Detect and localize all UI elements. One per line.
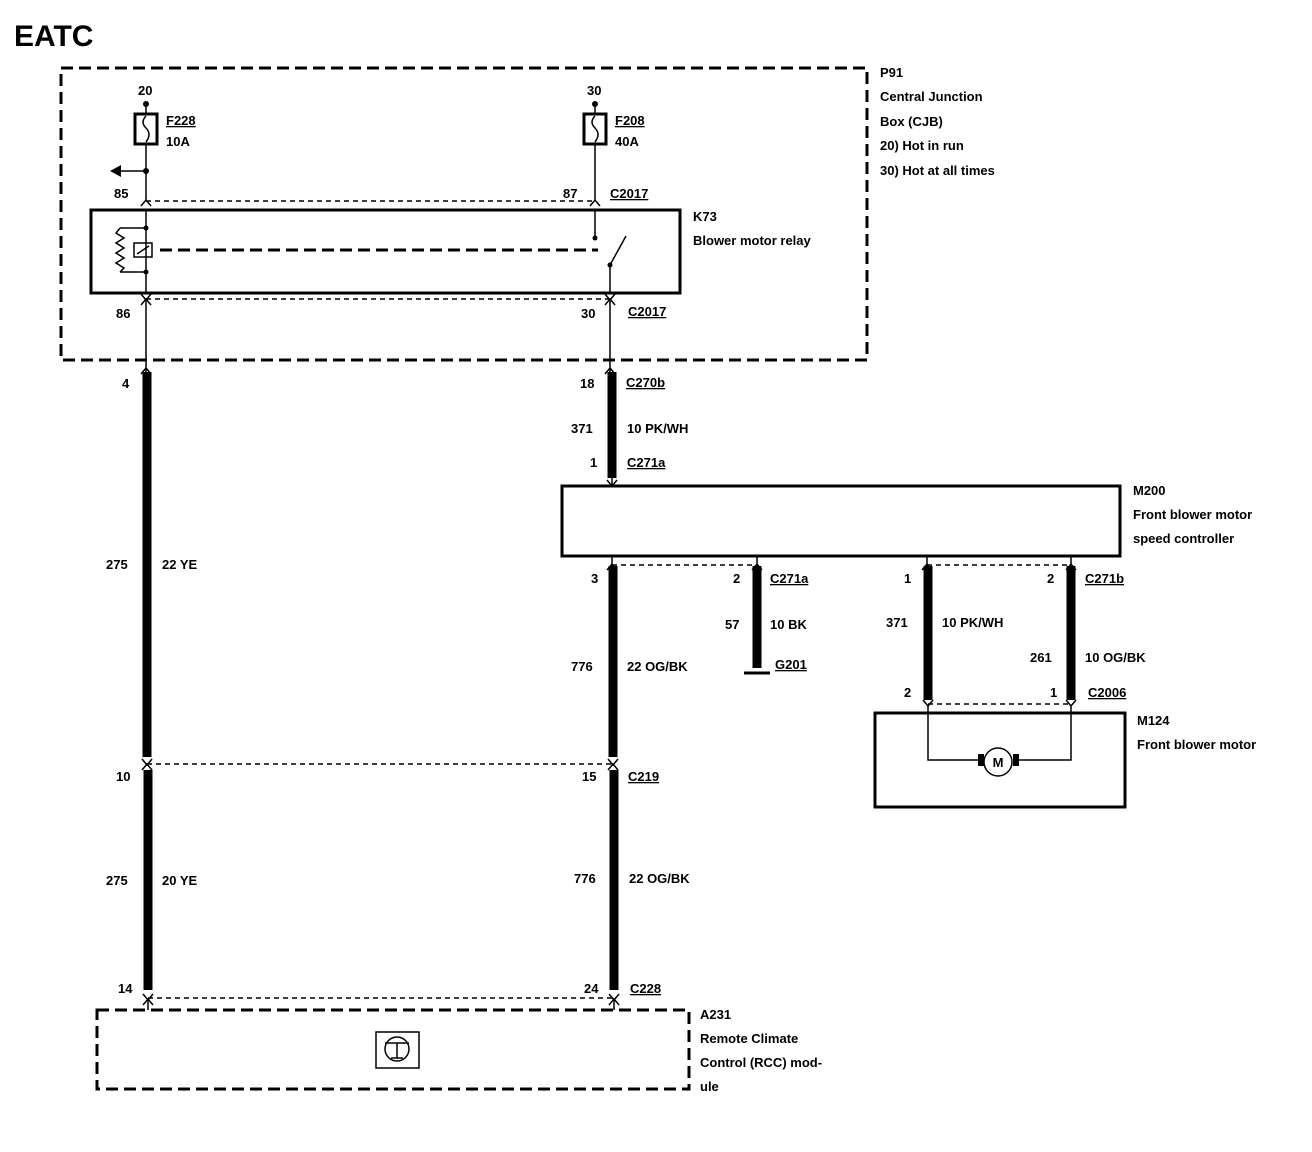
relay-switch-icon	[592, 210, 627, 293]
ground-id: G201	[775, 657, 807, 672]
relay-conn-top: C2017	[610, 186, 648, 201]
ctrl-pin-top: 3	[591, 571, 598, 586]
cjb-id: P91	[880, 65, 903, 80]
fuse-f208-circuit: 30	[587, 83, 601, 98]
relay-conn-bottom: C2017	[628, 304, 666, 319]
rcc-name-line2: Control (RCC) mod-	[700, 1055, 822, 1070]
cjb-note-run: 20) Hot in run	[880, 138, 964, 153]
rcc-name-line3: ule	[700, 1079, 719, 1094]
fuse-f228-id: F228	[166, 113, 196, 128]
left-wire-upper-circuit: 275	[106, 557, 128, 572]
motor-icon: M	[978, 747, 1019, 777]
ctrl-upper-circuit: 776	[571, 659, 593, 674]
ground-circuit: 57	[725, 617, 739, 632]
ctrl-lower-conn-bottom: C228	[630, 981, 661, 996]
relay-pin-85: 85	[114, 186, 128, 201]
fuse-f228: 20 F228 10A	[133, 83, 196, 149]
rcc-module-box	[95, 1008, 691, 1091]
fuse-f228-circuit: 20	[138, 83, 152, 98]
relay-pin-87: 87	[563, 186, 577, 201]
motor-neg-conn-bottom: C2006	[1088, 685, 1126, 700]
relay-pin-86: 86	[116, 306, 130, 321]
relay-pin-30: 30	[581, 306, 595, 321]
feed-pin-top: 18	[580, 376, 594, 391]
cjb-note-always: 30) Hot at all times	[880, 163, 995, 178]
rcc-id: A231	[700, 1007, 731, 1022]
motor-neg-pin-top: 2	[1047, 571, 1054, 586]
left-wire-lower-pin-bottom: 14	[118, 981, 133, 996]
controller-m200-box	[560, 484, 1122, 558]
ctrl-lower-color: 22 OG/BK	[629, 871, 690, 886]
motor-neg-circuit: 261	[1030, 650, 1052, 665]
feed-color: 10 PK/WH	[627, 421, 688, 436]
feed-conn-top: C270b	[626, 375, 665, 390]
ctrl-lower-circuit: 776	[574, 871, 596, 886]
ctrl-lower-conn-top: C219	[628, 769, 659, 784]
left-wire-upper-color: 22 YE	[162, 557, 198, 572]
relay-k73-box	[89, 208, 682, 295]
motor-id: M124	[1137, 713, 1170, 728]
motor-neg-pin-bottom: 1	[1050, 685, 1057, 700]
cjb-box	[59, 66, 869, 362]
controller-id: M200	[1133, 483, 1166, 498]
feed-circuit: 371	[571, 421, 593, 436]
cjb-name-line2: Box (CJB)	[880, 114, 943, 129]
motor-m124-box	[873, 711, 1127, 809]
motor-symbol: M	[993, 755, 1004, 770]
ground-pin: 2	[733, 571, 740, 586]
module-esd-icon	[375, 1031, 420, 1069]
motor-name: Front blower motor	[1137, 737, 1256, 752]
ctrl-upper-color: 22 OG/BK	[627, 659, 688, 674]
cjb-label: P91 Central Junction Box (CJB) 20) Hot i…	[880, 65, 995, 178]
left-wire-pin-top: 4	[122, 376, 130, 391]
ground-conn: C271a	[770, 571, 809, 586]
relay-name: Blower motor relay	[693, 233, 812, 248]
motor-pos-circuit: 371	[886, 615, 908, 630]
fuse-f208-rating: 40A	[615, 134, 639, 149]
relay-id: K73	[693, 209, 717, 224]
left-wire-lower-circuit: 275	[106, 873, 128, 888]
left-wire-lower-color: 20 YE	[162, 873, 198, 888]
rcc-name-line1: Remote Climate	[700, 1031, 798, 1046]
motor-neg-conn-top: C271b	[1085, 571, 1124, 586]
ctrl-lower-pin-bottom: 24	[584, 981, 599, 996]
page-title: EATC	[14, 20, 93, 53]
fuse-f228-rating: 10A	[166, 134, 190, 149]
fuse-f208: 30 F208 40A	[582, 83, 645, 149]
controller-name-line2: speed controller	[1133, 531, 1234, 546]
ground-color: 10 BK	[770, 617, 807, 632]
motor-pos-pin-top: 1	[904, 571, 911, 586]
fuse-f208-id: F208	[615, 113, 645, 128]
ctrl-lower-pin-top: 15	[582, 769, 596, 784]
feed-conn-bottom: C271a	[627, 455, 666, 470]
controller-name-line1: Front blower motor	[1133, 507, 1252, 522]
motor-neg-color: 10 OG/BK	[1085, 650, 1146, 665]
left-wire-lower-pin-top: 10	[116, 769, 130, 784]
arrow-left-icon	[110, 165, 121, 177]
feed-pin-bottom: 1	[590, 455, 597, 470]
motor-pos-pin-bottom: 2	[904, 685, 911, 700]
motor-pos-color: 10 PK/WH	[942, 615, 1003, 630]
cjb-name-line1: Central Junction	[880, 89, 983, 104]
relay-coil-icon	[114, 210, 153, 293]
